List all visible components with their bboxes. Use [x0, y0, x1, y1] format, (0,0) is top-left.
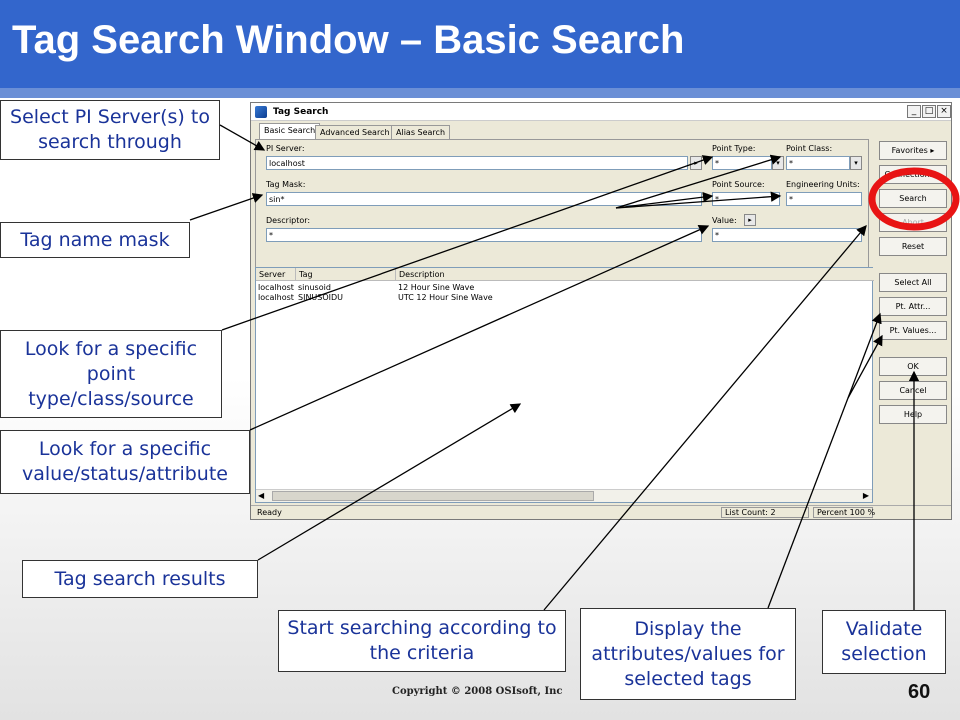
value-field[interactable]: *: [712, 228, 862, 242]
search-highlight-ring: [868, 167, 960, 231]
result-tag-cell[interactable]: SINUSOIDU: [298, 293, 344, 302]
status-bar: Ready List Count: 2 Percent 100 %: [251, 505, 951, 519]
value-label: Value:: [712, 216, 737, 225]
select-all-button[interactable]: Select All: [879, 273, 947, 292]
scroll-right-icon[interactable]: ▶: [862, 491, 869, 500]
window-titlebar[interactable]: Tag Search _ □ ×: [251, 103, 951, 121]
tag-mask-label: Tag Mask:: [266, 180, 306, 189]
maximize-button[interactable]: □: [922, 105, 936, 118]
callout-start-search: Start searching according to the criteri…: [278, 610, 566, 672]
favorites-button[interactable]: Favorites ▸: [879, 141, 947, 160]
minimize-button[interactable]: _: [907, 105, 921, 118]
close-button[interactable]: ×: [937, 105, 951, 118]
scroll-left-icon[interactable]: ◀: [258, 491, 265, 500]
list-count: List Count: 2: [721, 507, 809, 518]
slide-title: Tag Search Window – Basic Search: [12, 18, 685, 62]
pi-server-field[interactable]: localhost: [266, 156, 688, 170]
value-condition-icon[interactable]: ▸: [744, 214, 756, 226]
cancel-button[interactable]: Cancel: [879, 381, 947, 400]
tab-alias-search[interactable]: Alias Search: [391, 125, 451, 140]
engineering-units-field[interactable]: *: [786, 192, 862, 206]
column-header-server[interactable]: Server: [256, 268, 296, 281]
slide-header: Tag Search Window – Basic Search: [0, 0, 960, 98]
point-type-label: Point Type:: [712, 144, 756, 153]
pt-values-button[interactable]: Pt. Values...: [879, 321, 947, 340]
callout-validate: Validate selection: [822, 610, 946, 674]
point-source-label: Point Source:: [712, 180, 765, 189]
horizontal-scrollbar[interactable]: ◀ ▶: [256, 489, 872, 502]
engineering-units-label: Engineering Units:: [786, 180, 860, 189]
result-server-cell[interactable]: localhost: [258, 293, 294, 302]
result-server-cell[interactable]: localhost: [258, 283, 294, 292]
result-description-cell[interactable]: 12 Hour Sine Wave: [398, 283, 475, 292]
pi-app-icon: [255, 106, 267, 118]
callout-point-type: Look for a specific point type/class/sou…: [0, 330, 222, 418]
callout-display-attributes: Display the attributes/values for select…: [580, 608, 796, 700]
page-number: 60: [908, 681, 931, 703]
window-title: Tag Search: [273, 107, 329, 117]
tag-mask-field[interactable]: sin*: [266, 192, 702, 206]
status-text: Ready: [257, 508, 282, 517]
result-tag-cell[interactable]: sinusoid: [298, 283, 331, 292]
callout-value-status: Look for a specific value/status/attribu…: [0, 430, 250, 494]
search-button[interactable]: Search: [879, 189, 947, 208]
point-class-field[interactable]: *: [786, 156, 850, 170]
percent-complete: Percent 100 %: [813, 507, 875, 518]
favorites-label: Favorites: [891, 146, 928, 155]
descriptor-label: Descriptor:: [266, 216, 311, 225]
scroll-thumb[interactable]: [272, 491, 594, 501]
point-class-dropdown-icon[interactable]: ▾: [850, 156, 862, 170]
results-list[interactable]: Server Tag Description localhost sinusoi…: [255, 267, 874, 503]
pt-attr-button[interactable]: Pt. Attr...: [879, 297, 947, 316]
callout-results: Tag search results: [22, 560, 258, 598]
copyright-footer: Copyright © 2008 OSIsoft, Inc: [392, 686, 563, 697]
pi-server-label: PI Server:: [266, 144, 305, 153]
descriptor-field[interactable]: *: [266, 228, 702, 242]
help-button[interactable]: Help: [879, 405, 947, 424]
tag-search-window: Tag Search _ □ × Basic Search Advanced S…: [250, 102, 952, 520]
point-class-label: Point Class:: [786, 144, 833, 153]
callout-select-server: Select PI Server(s) to search through: [0, 100, 220, 160]
result-description-cell[interactable]: UTC 12 Hour Sine Wave: [398, 293, 493, 302]
header-band: [0, 88, 960, 98]
reset-button[interactable]: Reset: [879, 237, 947, 256]
chevron-right-icon: ▸: [930, 146, 935, 155]
column-header-description[interactable]: Description: [396, 268, 874, 281]
callout-tag-mask: Tag name mask: [0, 222, 190, 258]
